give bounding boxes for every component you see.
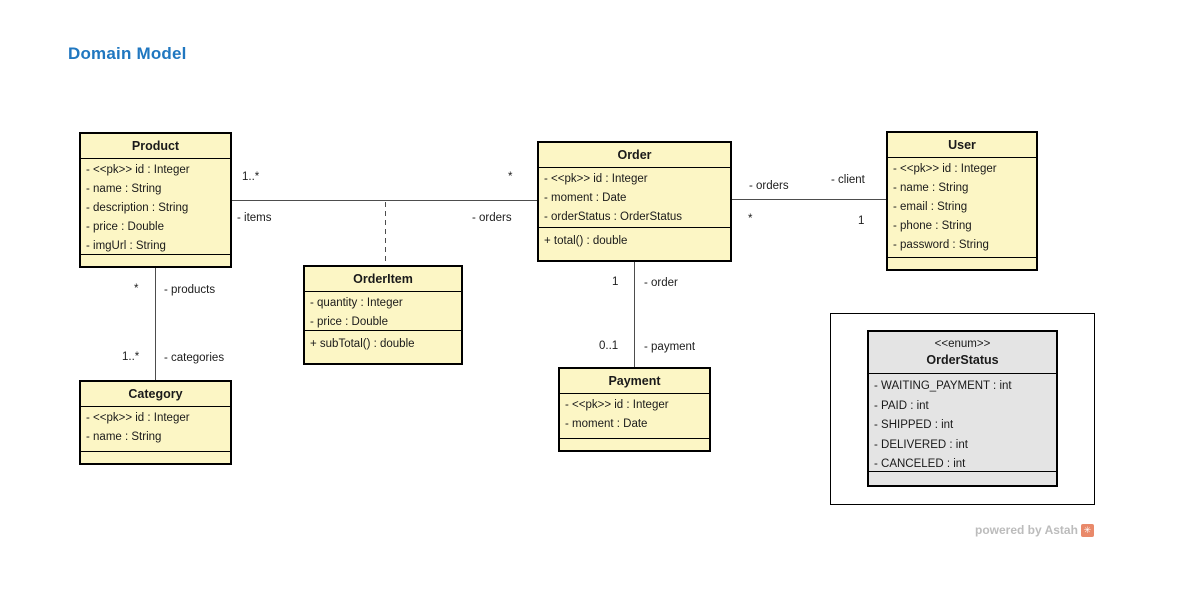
class-product-operations	[81, 255, 230, 266]
attribute: - price : Double	[86, 221, 164, 233]
class-payment-name: Payment	[560, 369, 709, 394]
enum-literal: - PAID : int	[874, 399, 929, 412]
class-user-operations	[888, 258, 1036, 269]
multiplicity-categories-side: 1..*	[122, 351, 140, 363]
role-items-label: - items	[237, 212, 272, 224]
class-order-attributes: - <<pk>> id : Integer - moment : Date - …	[539, 168, 730, 228]
operation: + total() : double	[544, 235, 628, 247]
class-orderitem-attributes: - quantity : Integer - price : Double	[305, 292, 461, 331]
role-client-label: - client	[831, 174, 865, 186]
attribute: - moment : Date	[544, 192, 627, 204]
class-user: User - <<pk>> id : Integer - name : Stri…	[886, 131, 1038, 271]
class-payment-attributes: - <<pk>> id : Integer - moment : Date	[560, 394, 709, 439]
class-category-attributes: - <<pk>> id : Integer - name : String	[81, 407, 230, 452]
attribute: - description : String	[86, 202, 189, 214]
multiplicity-products-side: *	[134, 283, 139, 295]
attribute: - orderStatus : OrderStatus	[544, 211, 683, 223]
attribute: - price : Double	[310, 316, 388, 328]
association-orderitem-dashed-line	[385, 202, 386, 265]
attribute: - name : String	[86, 431, 162, 443]
watermark-text: powered by Astah	[975, 523, 1078, 537]
class-payment: Payment - <<pk>> id : Integer - moment :…	[558, 367, 711, 452]
class-product-attributes: - <<pk>> id : Integer - name : String - …	[81, 159, 230, 255]
diagram-title: Domain Model	[68, 44, 187, 63]
role-orders-label: - orders	[472, 212, 512, 224]
enum-orderstatus: <<enum>> OrderStatus - WAITING_PAYMENT :…	[867, 330, 1058, 487]
role-payment-label: - payment	[644, 341, 696, 353]
watermark: powered by Astah ✳	[975, 523, 1094, 537]
multiplicity-order-end: 1	[612, 276, 619, 288]
attribute: - imgUrl : String	[86, 240, 166, 252]
enum-literal: - WAITING_PAYMENT : int	[874, 380, 1012, 392]
enum-orderstatus-literals: - WAITING_PAYMENT : int - PAID : int - S…	[869, 374, 1056, 472]
class-orderitem: OrderItem - quantity : Integer - price :…	[303, 265, 463, 365]
class-product-name: Product	[81, 134, 230, 159]
multiplicity-orders-end: *	[748, 213, 753, 225]
class-orderitem-name: OrderItem	[305, 267, 461, 292]
attribute: - <<pk>> id : Integer	[565, 399, 669, 411]
class-category-operations	[81, 452, 230, 463]
attribute: - moment : Date	[565, 418, 648, 430]
multiplicity-client-end: 1	[858, 215, 865, 227]
enum-orderstatus-header: <<enum>> OrderStatus	[869, 332, 1056, 374]
multiplicity-product-side: 1..*	[242, 171, 260, 183]
multiplicity-payment-end: 0..1	[599, 340, 619, 352]
association-product-category-line	[155, 268, 156, 380]
role-order-label: - order	[644, 277, 678, 289]
attribute: - <<pk>> id : Integer	[544, 173, 648, 185]
attribute: - name : String	[893, 182, 969, 194]
association-product-order-line	[232, 200, 537, 201]
class-user-attributes: - <<pk>> id : Integer - name : String - …	[888, 158, 1036, 258]
astah-logo-icon: ✳	[1080, 523, 1094, 537]
multiplicity-order-side: *	[508, 171, 513, 183]
enum-literal: - DELIVERED : int	[874, 438, 968, 451]
class-order-name: Order	[539, 143, 730, 168]
enum-orderstatus-operations	[869, 472, 1056, 485]
class-category-name: Category	[81, 382, 230, 407]
attribute: - password : String	[893, 239, 989, 251]
class-orderitem-operations: + subTotal() : double	[305, 331, 461, 363]
attribute: - <<pk>> id : Integer	[893, 163, 997, 175]
operation: + subTotal() : double	[310, 338, 415, 350]
role-categories-label: - categories	[164, 352, 225, 364]
enum-literal: - SHIPPED : int	[874, 419, 954, 431]
attribute: - email : String	[893, 201, 968, 213]
association-order-user-line	[732, 199, 886, 200]
attribute: - name : String	[86, 183, 162, 195]
enum-literal: - CANCELED : int	[874, 458, 966, 470]
class-order: Order - <<pk>> id : Integer - moment : D…	[537, 141, 732, 262]
attribute: - <<pk>> id : Integer	[86, 164, 190, 176]
role-orders-user-label: - orders	[749, 180, 789, 192]
attribute: - <<pk>> id : Integer	[86, 412, 190, 424]
enum-stereotype: <<enum>>	[934, 338, 991, 350]
attribute: - quantity : Integer	[310, 297, 403, 309]
class-product: Product - <<pk>> id : Integer - name : S…	[79, 132, 232, 268]
role-products-label: - products	[164, 284, 216, 296]
class-payment-operations	[560, 439, 709, 450]
attribute: - phone : String	[893, 220, 972, 232]
enum-orderstatus-name: OrderStatus	[926, 353, 999, 367]
class-order-operations: + total() : double	[539, 228, 730, 260]
association-order-payment-line	[634, 262, 635, 367]
class-category: Category - <<pk>> id : Integer - name : …	[79, 380, 232, 465]
class-user-name: User	[888, 133, 1036, 158]
